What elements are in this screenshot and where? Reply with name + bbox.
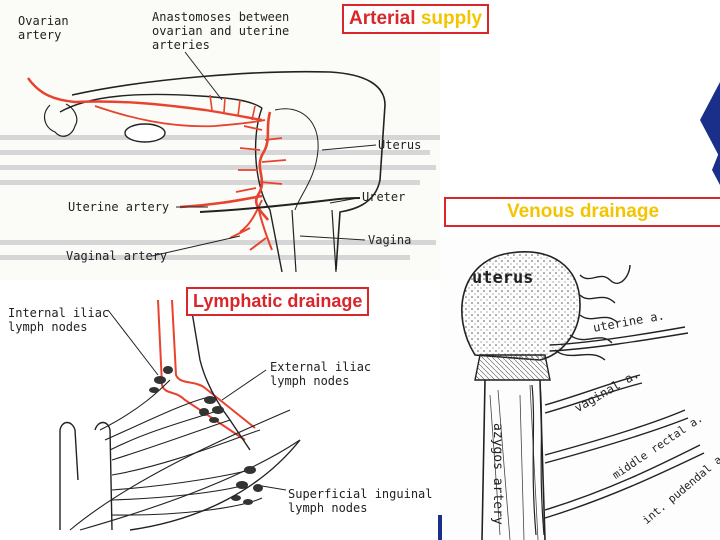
uterine-artery-trunk bbox=[180, 196, 262, 207]
label-vaginal-artery: Vaginal artery bbox=[66, 249, 167, 263]
label-ovarian-artery: Ovarian artery bbox=[18, 14, 69, 42]
arterial-title-word1: Arterial bbox=[349, 8, 416, 29]
venous-label-azygos-artery: azygos artery bbox=[490, 423, 504, 525]
venous-drainage-panel: uterus uterine a. vaginal a. middle rect… bbox=[440, 235, 720, 540]
fimbriae bbox=[45, 104, 77, 136]
arterial-supply-panel: Ovarian artery Anastomoses between ovari… bbox=[0, 0, 440, 280]
ovarian-artery-vessel bbox=[28, 78, 262, 120]
bottom-accent-bar bbox=[438, 515, 442, 540]
venous-drainage-title: Venous drainage bbox=[444, 197, 720, 227]
label-ureter: Ureter bbox=[362, 190, 405, 204]
iliac-vessel-dark bbox=[190, 300, 250, 450]
label-vagina: Vagina bbox=[368, 233, 411, 247]
organ-outline bbox=[60, 423, 112, 531]
arterial-title-word2: supply bbox=[421, 8, 482, 29]
label-uterine-artery: Uterine artery bbox=[68, 200, 169, 214]
label-anastomoses: Anastomoses between ovarian and uterine … bbox=[152, 10, 289, 52]
venous-cervix bbox=[475, 355, 550, 380]
ovary bbox=[125, 124, 165, 142]
fallopian-tube bbox=[60, 94, 262, 112]
inguinal-ligament bbox=[130, 440, 300, 530]
lymph-vessels bbox=[70, 380, 300, 530]
label-internal-iliac: Internal iliac lymph nodes bbox=[8, 306, 109, 334]
label-uterus: Uterus bbox=[378, 138, 421, 152]
label-superficial-inguinal: Superficial inguinal lymph nodes bbox=[288, 487, 433, 515]
label-external-iliac: External iliac lymph nodes bbox=[270, 360, 371, 388]
venous-label-uterus: uterus bbox=[472, 271, 533, 285]
lymphatic-drainage-title: Lymphatic drainage bbox=[186, 287, 369, 316]
ureter-vessel bbox=[200, 198, 360, 212]
lymphatic-drainage-panel: Internal iliac lymph nodes External ilia… bbox=[0, 280, 445, 540]
arterial-supply-title: Arterial supply bbox=[342, 4, 489, 34]
uterine-wall-inner bbox=[275, 109, 318, 210]
